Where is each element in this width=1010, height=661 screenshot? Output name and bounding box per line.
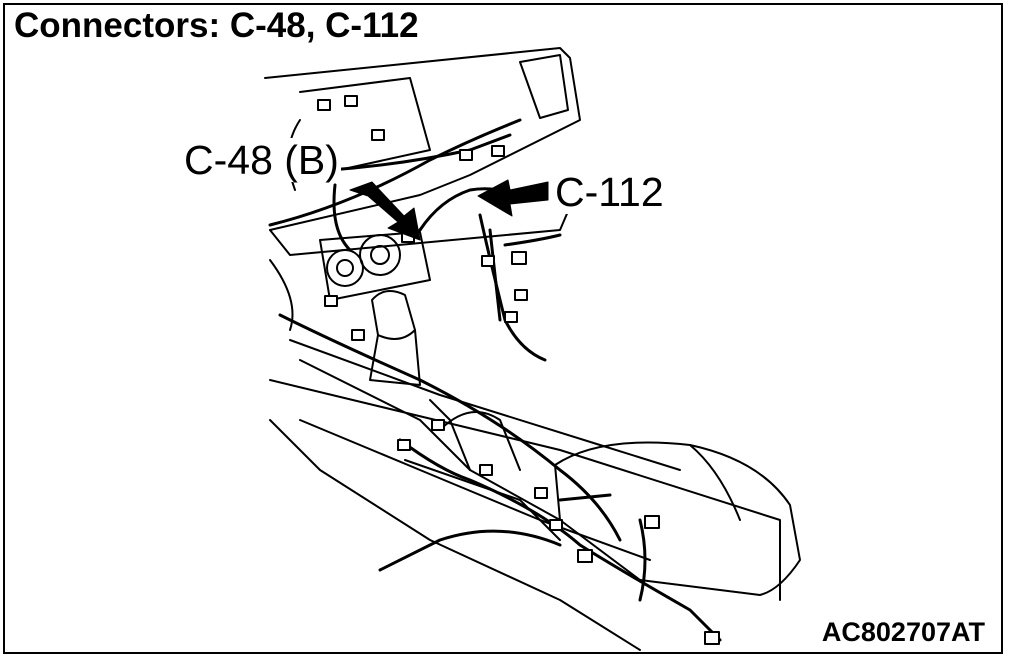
- armrest: [554, 441, 801, 596]
- callout-c112-label: C-112: [553, 169, 666, 215]
- center-stack: [319, 231, 431, 301]
- center-console: [269, 339, 781, 651]
- gear-shifter: [369, 290, 421, 386]
- dashboard-outline: [264, 47, 581, 331]
- c48-arrow: [349, 181, 421, 241]
- diagram-frame: [3, 3, 1003, 654]
- c112-arrow: [477, 179, 549, 217]
- page-title: Connectors: C-48, C-112: [14, 6, 419, 45]
- callout-c48-label: C-48 (B): [182, 137, 341, 183]
- figure-id: AC802707AT: [818, 617, 988, 647]
- wiring-harness: [268, 118, 722, 642]
